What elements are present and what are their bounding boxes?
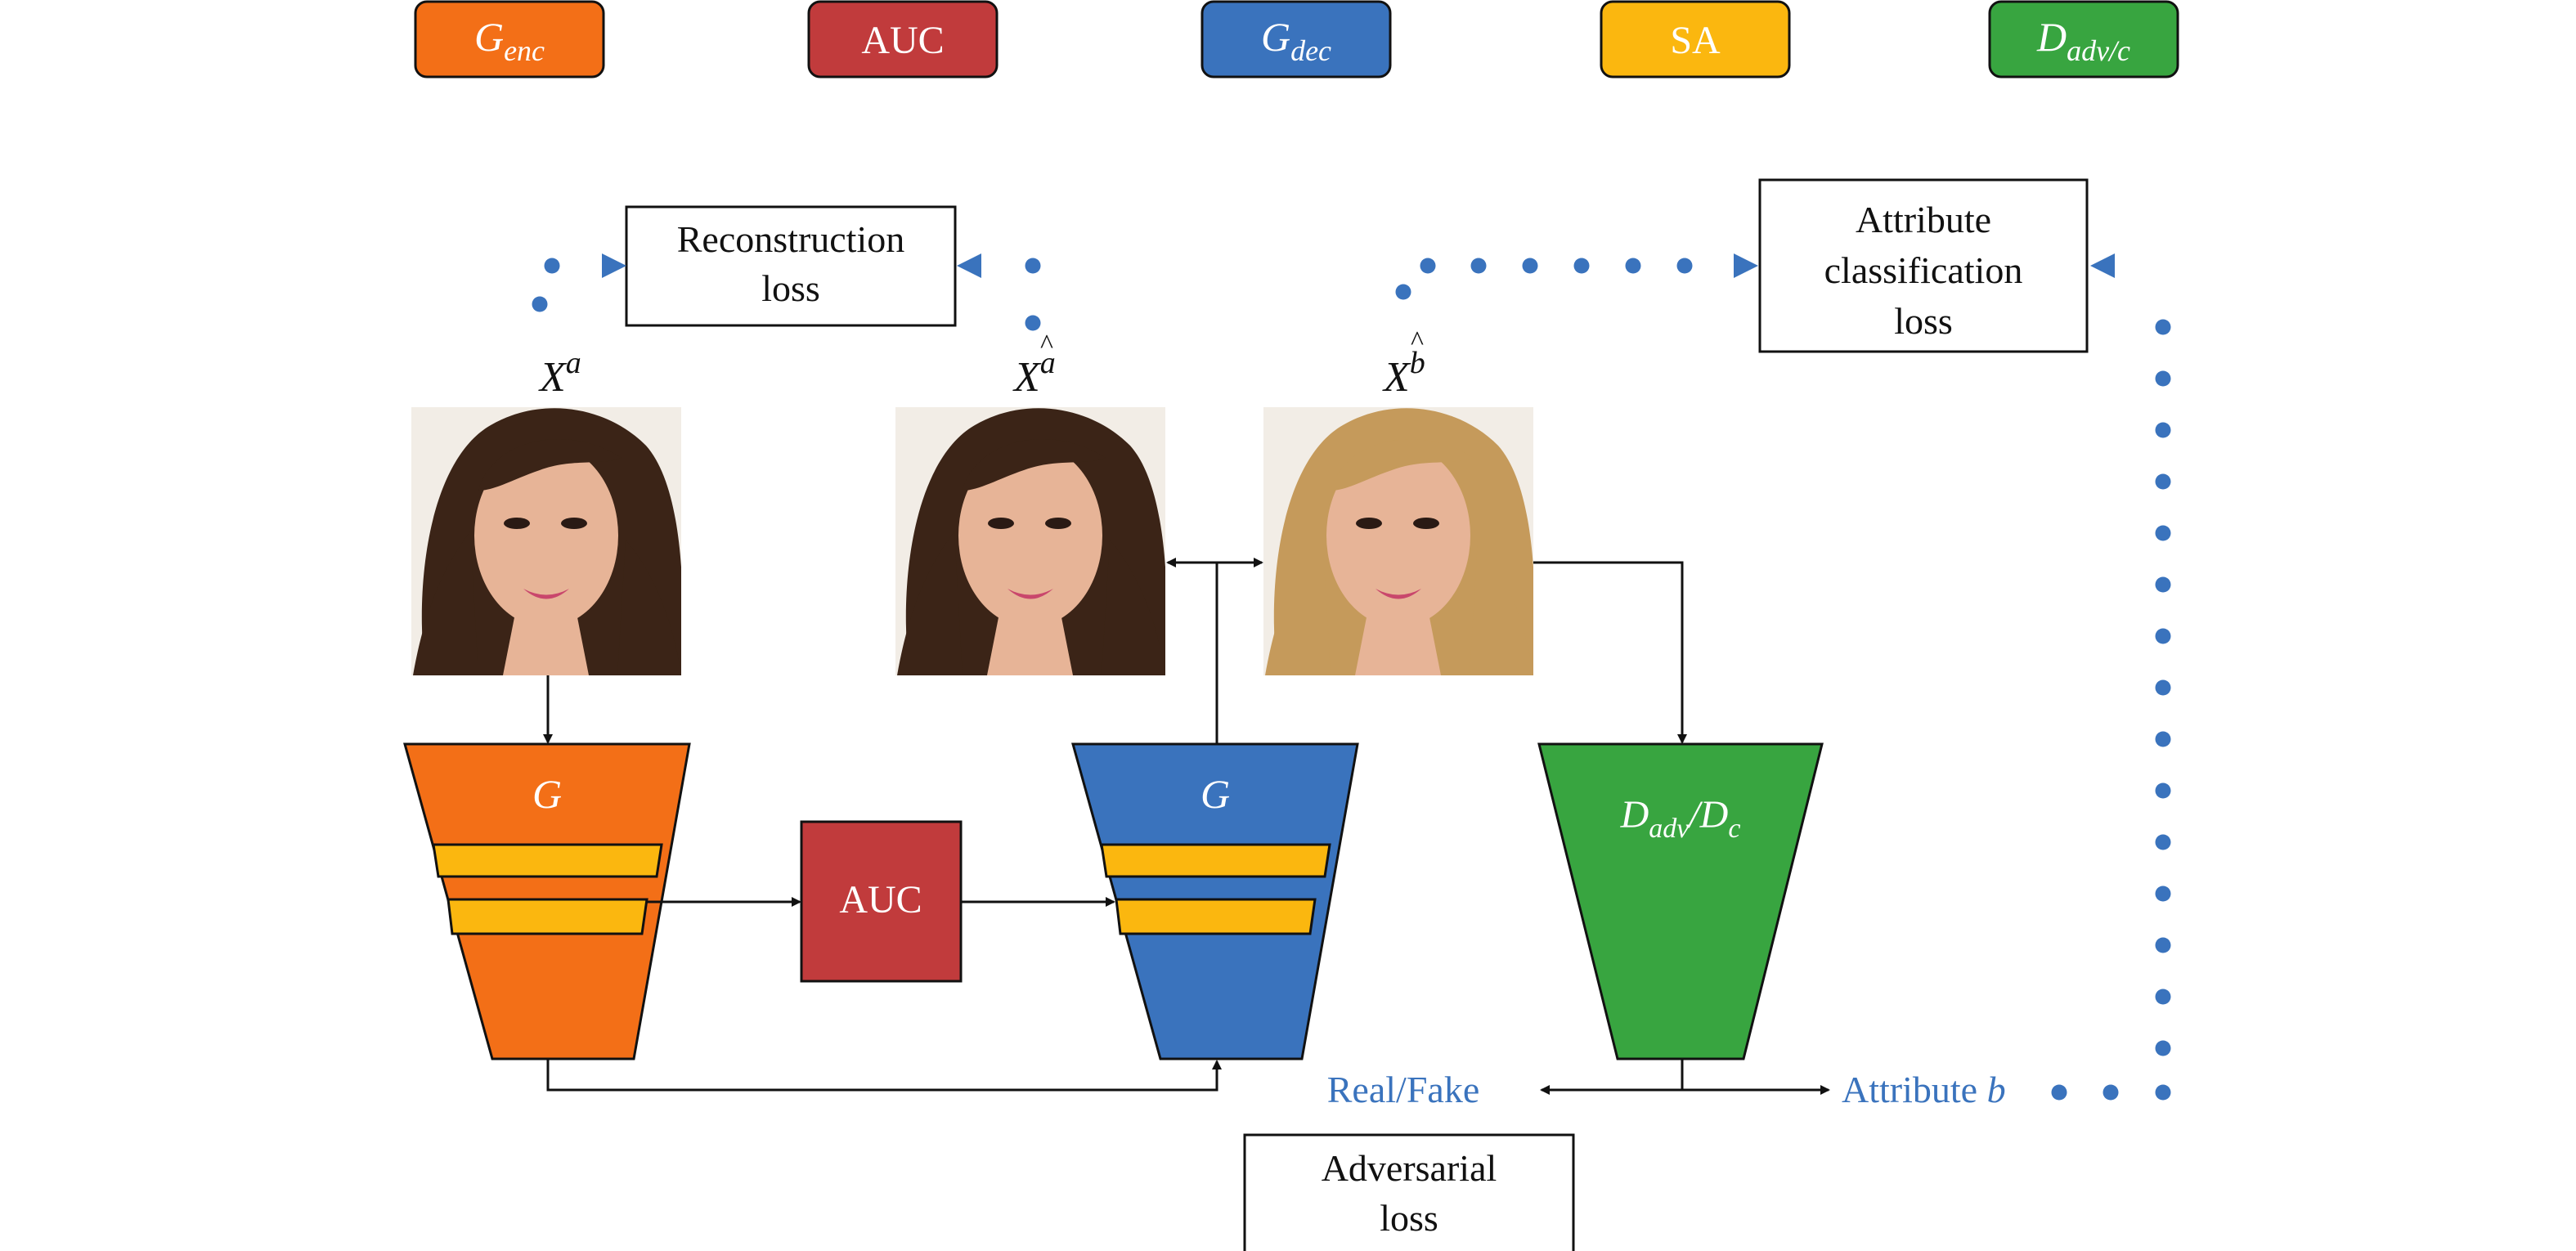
encoder-block: G (403, 742, 691, 1060)
dot-attribute-b-to-loss (2155, 319, 2171, 335)
dot-attribute-b-to-loss (2155, 679, 2171, 696)
dot-xbhat-to-attribute-loss (1395, 284, 1411, 300)
adversarial-loss-line-1: Adversarial (1322, 1147, 1497, 1189)
attribute-loss-line-3: loss (1894, 300, 1953, 342)
legend-swatch (1200, 0, 1392, 78)
dot-attribute-b-to-loss (2155, 473, 2171, 490)
dot-attribute-b-to-loss (2155, 937, 2171, 953)
svg-text:^: ^ (1411, 326, 1424, 356)
encoder-label: G (532, 771, 562, 817)
arrowhead-into-reconstruction-left (602, 253, 626, 278)
legend-item-sa: SA (1600, 0, 1791, 78)
discriminator-label: Dadv/Dc (1620, 793, 1741, 844)
reconstruction-loss-box: Reconstruction loss (625, 205, 957, 327)
decoder-label: G (1200, 771, 1230, 817)
dotted-loss-connectors (532, 258, 2171, 1101)
attribute-b-label: Attribute b (1842, 1069, 2006, 1110)
dot-xa-to-reconstruction (532, 296, 548, 312)
legend-item-d-adv-c: Dadv/c (1988, 0, 2179, 78)
skip-connection-encoder-to-decoder (546, 1059, 1222, 1092)
dot-attribute-b-to-loss (2155, 989, 2171, 1005)
legend-swatch (414, 0, 605, 78)
face-image-x-b-hat (1263, 407, 1533, 675)
attribute-loss-line-2: classification (1824, 249, 2023, 291)
dot-attribute-b-to-loss (2155, 1040, 2171, 1056)
reconstruction-loss-line-2: loss (761, 267, 820, 309)
adversarial-loss-line-2: loss (1380, 1197, 1438, 1239)
dot-xbhat-to-attribute-loss (1676, 258, 1693, 274)
dot-xbhat-to-attribute-loss (1470, 258, 1487, 274)
legend-swatch (1988, 0, 2179, 78)
dot-attribute-b-to-loss (2155, 782, 2171, 799)
dot-attribute-b-to-loss (2155, 628, 2171, 644)
auc-block: AUC (800, 820, 963, 983)
dot-xbhat-to-attribute-loss (1420, 258, 1436, 274)
dot-attribute-b-to-loss (2155, 834, 2171, 850)
arrowhead-into-attribute-loss-left (1734, 253, 1758, 278)
dot-attribute-b-to-loss (2155, 886, 2171, 902)
legend-label: AUC (861, 19, 944, 62)
dot-attribute-b-to-loss (2155, 576, 2171, 593)
dot-attribute-b-to-loss (2155, 1084, 2171, 1101)
discriminator-block: Dadv/Dc (1537, 742, 1824, 1060)
svg-text:Xa: Xa (1012, 346, 1056, 401)
legend-label: Genc (474, 14, 545, 67)
dot-xbhat-to-attribute-loss (1625, 258, 1641, 274)
arrow-x-b-hat-to-discriminator (1533, 561, 1687, 744)
dot-attribute-b-to-loss (2155, 731, 2171, 747)
dot-xbhat-to-attribute-loss (1522, 258, 1538, 274)
dot-attribute-b-to-loss (2155, 370, 2171, 387)
real-fake-label: Real/Fake (1327, 1069, 1480, 1110)
dot-attribute-b-to-loss (2155, 422, 2171, 438)
face-image-x-a (411, 407, 681, 675)
legend-label: Gdec (1261, 14, 1331, 67)
legend: Genc AUC Gdec SA Dadv/c (414, 0, 2179, 78)
dot-xahat-to-reconstruction (1025, 315, 1041, 331)
label-x-a: Xa (538, 346, 581, 401)
legend-label: SA (1670, 19, 1721, 62)
adversarial-loss-box: Adversarial loss (1243, 1133, 1575, 1251)
attribute-loss-line-1: Attribute (1856, 199, 1991, 240)
reconstruction-loss-line-1: Reconstruction (677, 218, 905, 260)
legend-swatch (807, 0, 999, 78)
legend-swatch (1600, 0, 1791, 78)
legend-item-g-enc: Genc (414, 0, 605, 78)
legend-item-auc: AUC (807, 0, 999, 78)
solid-connectors (543, 558, 1830, 1095)
legend-label: Dadv/c (2036, 14, 2130, 67)
dot-xbhat-to-attribute-loss (1573, 258, 1590, 274)
label-x-a-hat: Xa ^ (1012, 330, 1056, 401)
face-image-x-a-hat (895, 407, 1165, 675)
arrowhead-into-reconstruction-right (957, 253, 981, 278)
dot-attribute-b-to-loss (2051, 1084, 2067, 1101)
legend-item-g-dec: Gdec (1200, 0, 1392, 78)
dotted-arrowheads (602, 253, 2115, 278)
auc-label: AUC (839, 878, 922, 921)
decoder-block: G (1071, 742, 1359, 1060)
dot-xa-to-reconstruction (544, 258, 560, 274)
svg-text:Xb: Xb (1382, 346, 1425, 401)
label-x-b-hat: Xb ^ (1382, 326, 1425, 401)
arrowhead-into-attribute-loss-right (2090, 253, 2115, 278)
dot-attribute-b-to-loss (2103, 1084, 2119, 1101)
attribute-classification-loss-box: Attribute classification loss (1758, 178, 2089, 353)
dot-xahat-to-reconstruction (1025, 258, 1041, 274)
svg-text:^: ^ (1040, 330, 1053, 360)
dot-attribute-b-to-loss (2155, 525, 2171, 541)
